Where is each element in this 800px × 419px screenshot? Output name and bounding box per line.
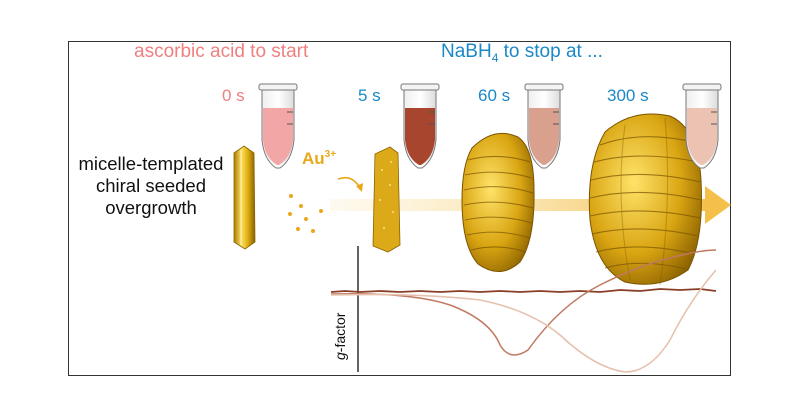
- nanoparticle-60s: [461, 132, 535, 272]
- time-label-300s: 300 s: [607, 86, 649, 105]
- g-factor-curve-300s: [330, 269, 717, 373]
- gold-ion-dots: [288, 194, 323, 233]
- g-factor-curve-5s: [330, 288, 717, 293]
- stop-condition-label: NaBH4 to stop at ...: [441, 41, 603, 65]
- start-condition-label: ascorbic acid to start: [134, 41, 309, 62]
- time-label-0s: 0 s: [222, 86, 245, 105]
- figure-frame: [68, 41, 731, 376]
- process-description: micelle-templated chiral seeded overgrow…: [78, 153, 224, 218]
- time-label-5s: 5 s: [358, 86, 381, 105]
- gold-ion-label: Au3+: [302, 149, 337, 168]
- tube-5s: [400, 83, 440, 169]
- curved-arrow-head: [356, 183, 363, 192]
- tube-0s: [258, 83, 298, 169]
- g-factor-axis-label: g-factor: [332, 312, 348, 360]
- tube-300s: [682, 83, 722, 169]
- nanorod-5s: [372, 146, 401, 253]
- seed-nanorod: [233, 145, 256, 250]
- time-label-60s: 60 s: [478, 86, 511, 105]
- tube-60s: [524, 83, 564, 169]
- g-factor-curve-60s: [330, 249, 717, 356]
- nanoparticle-300s: [588, 113, 702, 286]
